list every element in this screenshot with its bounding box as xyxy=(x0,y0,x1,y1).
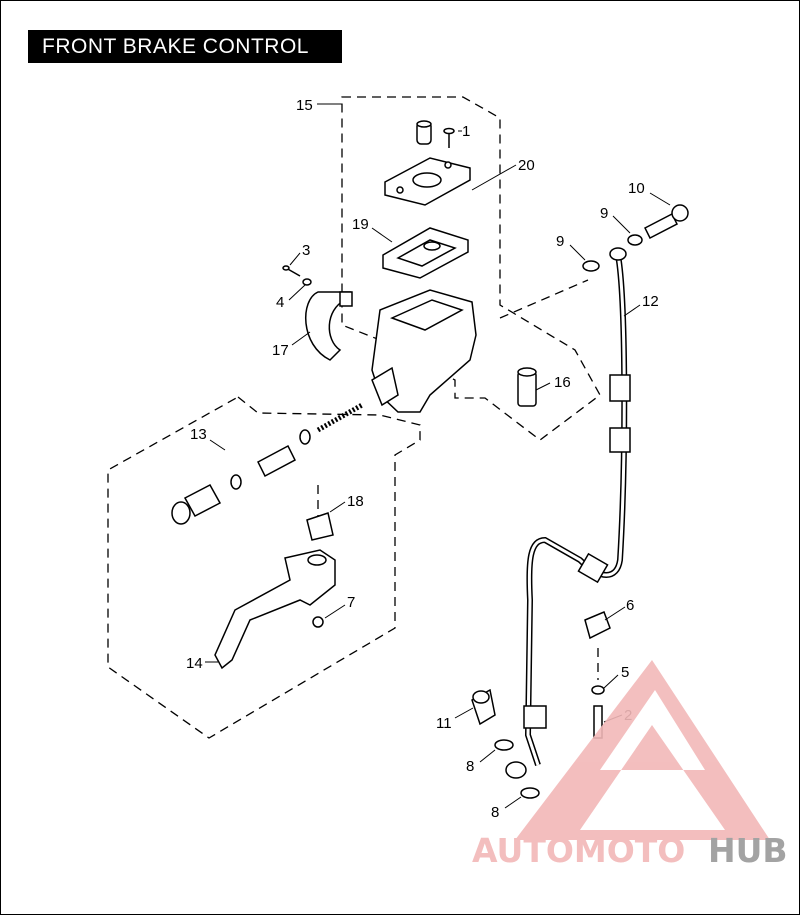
leader-20 xyxy=(471,164,517,191)
leader-16 xyxy=(535,382,551,391)
leader-4 xyxy=(288,284,306,301)
callout-16: 16 xyxy=(554,374,571,391)
leader-19 xyxy=(371,227,393,243)
lever-14 xyxy=(214,549,336,670)
diagram-title: FRONT BRAKE CONTROL xyxy=(28,30,342,63)
watermark-text-secondary: HUB xyxy=(708,831,788,870)
watermark-text-primary: AUTOMOTO xyxy=(472,831,685,870)
leader-9-right xyxy=(612,215,631,234)
callout-1: 1 xyxy=(462,123,470,140)
leader-6 xyxy=(604,606,626,621)
parts xyxy=(171,120,689,799)
leader-13 xyxy=(209,439,226,451)
group-outline-13 xyxy=(107,396,421,739)
dashed-leader-hose xyxy=(499,279,589,319)
washer-4 xyxy=(302,278,312,286)
leader-9-left xyxy=(569,244,586,261)
washer-9-upper xyxy=(627,234,643,246)
callout-11: 11 xyxy=(436,715,452,732)
clamp-6 xyxy=(584,611,611,640)
callout-15: 15 xyxy=(296,97,313,114)
screw-1 xyxy=(443,127,455,148)
leader-17 xyxy=(291,331,311,346)
callout-6: 6 xyxy=(626,597,634,614)
callout-3: 3 xyxy=(302,242,310,259)
callout-5: 5 xyxy=(621,664,629,681)
banjo-bolt-11 xyxy=(471,688,496,726)
callout-17: 17 xyxy=(272,342,289,359)
callout-13: 13 xyxy=(190,426,207,443)
leader-10 xyxy=(649,192,671,206)
reservoir-cover-20 xyxy=(384,157,471,206)
callout-20: 20 xyxy=(518,157,535,174)
leader-3 xyxy=(289,252,301,266)
master-cylinder-body xyxy=(371,289,477,413)
leader-8-upper xyxy=(479,749,496,763)
washer-9-left xyxy=(582,260,600,272)
callout-12: 12 xyxy=(642,293,659,310)
piston-spring-13 xyxy=(171,402,364,525)
callout-19: 19 xyxy=(352,216,369,233)
leader-7 xyxy=(324,604,346,619)
clip-7 xyxy=(312,616,324,628)
leader-12 xyxy=(623,304,641,317)
diaphragm-19 xyxy=(382,227,469,279)
callout-10: 10 xyxy=(628,180,645,197)
washer-8-upper xyxy=(494,739,514,751)
brake-line-12 xyxy=(505,247,631,779)
washer-5 xyxy=(591,685,605,695)
leader-18 xyxy=(329,501,346,513)
assembly-group-outlines xyxy=(107,96,601,739)
callout-9-right: 9 xyxy=(600,205,608,222)
watermark-logo: AUTOMOTO HUB xyxy=(472,660,788,870)
callout-14: 14 xyxy=(186,655,203,672)
leader-8-lower xyxy=(504,796,522,809)
screw-3 xyxy=(282,265,301,277)
banjo-bolt-10 xyxy=(643,204,689,240)
pin-16 xyxy=(517,367,537,407)
plug-part xyxy=(416,120,432,145)
callout-7: 7 xyxy=(347,594,355,611)
leader-lines xyxy=(205,103,671,809)
clamp-17 xyxy=(305,291,353,361)
callout-9-left: 9 xyxy=(556,233,564,250)
washer-8-lower xyxy=(520,787,540,799)
callout-4: 4 xyxy=(276,294,284,311)
watermark-triangle-icon xyxy=(515,660,770,840)
leader-11 xyxy=(454,707,474,719)
callout-labels: 1 15 20 19 3 4 17 9 9 10 12 16 13 18 7 1… xyxy=(186,97,659,821)
callout-8-upper: 8 xyxy=(466,758,474,775)
callout-8-lower: 8 xyxy=(491,804,499,821)
leader-5 xyxy=(603,674,619,689)
callout-18: 18 xyxy=(347,493,364,510)
boot-18 xyxy=(306,512,334,541)
